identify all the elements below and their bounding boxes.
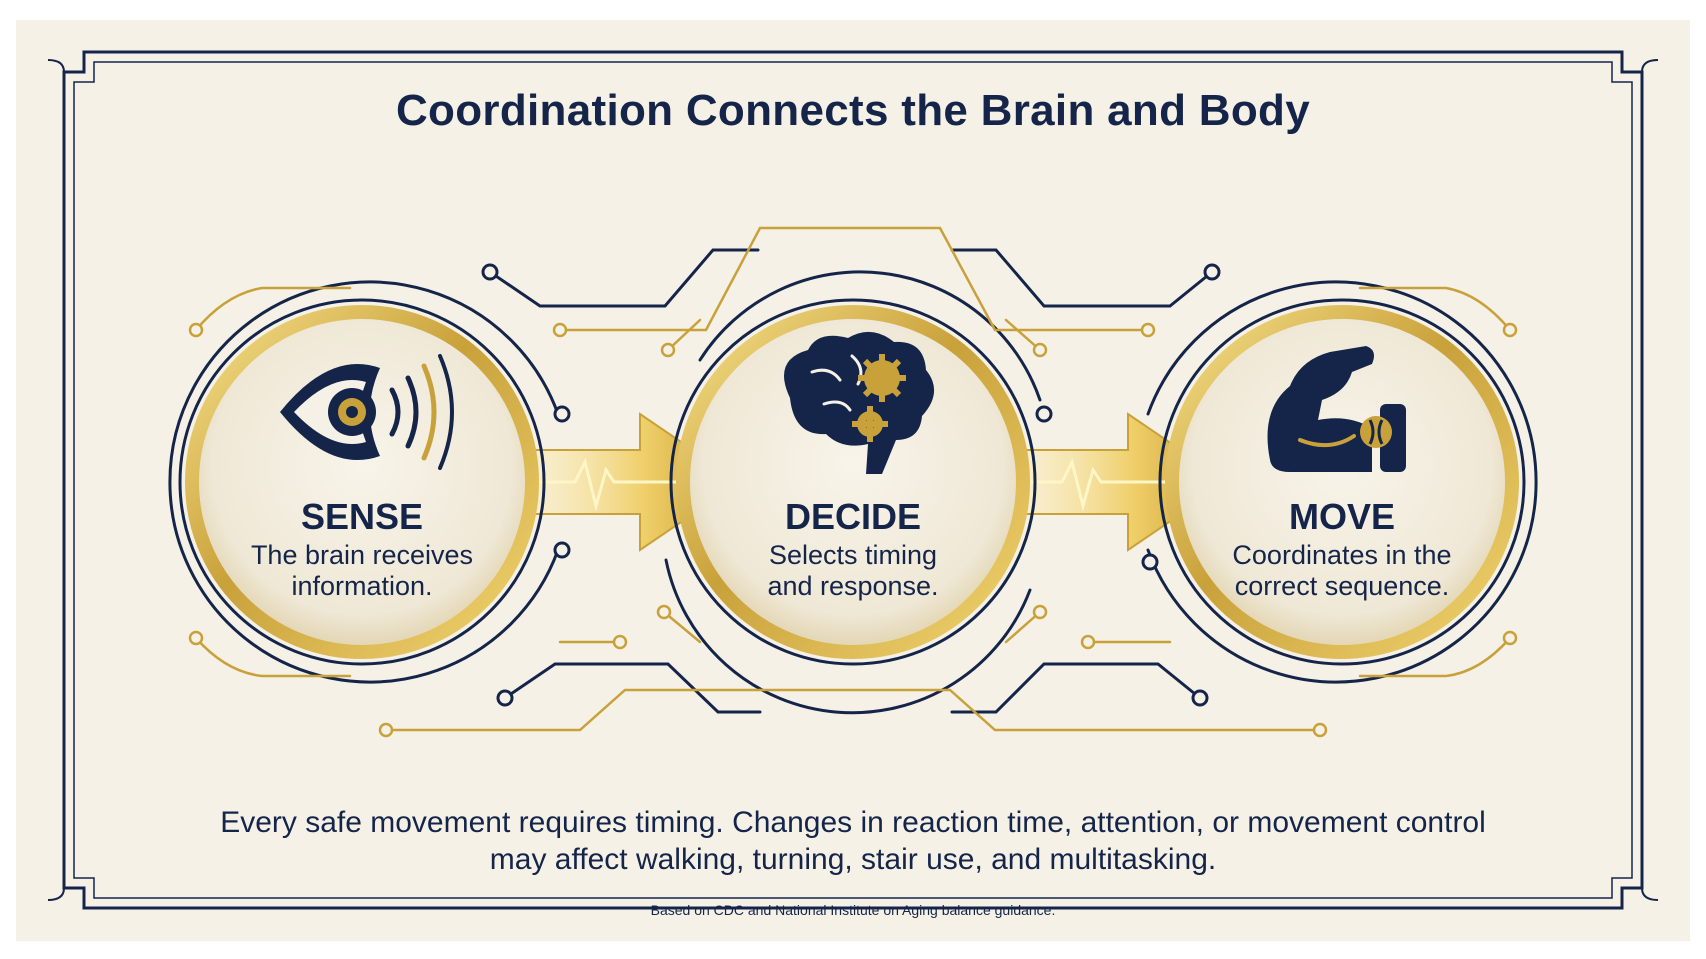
- source-note: Based on CDC and National Institute on A…: [650, 902, 1056, 918]
- flexed-arm-with-joint-icon: [1267, 346, 1406, 472]
- step-label-move: MOVE: [1288, 496, 1395, 537]
- disc-sense: [178, 298, 546, 666]
- eye-with-sound-waves-icon: [280, 354, 454, 470]
- circuit-nodes-gold: [188, 322, 1518, 738]
- page-title: Coordination Connects the Brain and Body: [395, 86, 1311, 135]
- circuit-traces-navy: [168, 248, 1538, 715]
- circuit-traces-gold: [194, 226, 1512, 732]
- brain-with-gears-icon: [784, 331, 935, 474]
- step-description-sense: The brain receives information.: [250, 540, 474, 601]
- disc-decide: [669, 298, 1037, 666]
- step-description-move: Coordinates in the correct sequence.: [1232, 540, 1452, 601]
- disc-move: [1158, 298, 1526, 666]
- step-label-decide: DECIDE: [784, 496, 922, 537]
- step-description-decide: Selects timing and response.: [767, 540, 939, 601]
- circuit-nodes-navy: [481, 263, 1221, 707]
- step-label-sense: SENSE: [300, 496, 424, 537]
- footer-summary: Every safe movement requires timing. Cha…: [220, 806, 1486, 876]
